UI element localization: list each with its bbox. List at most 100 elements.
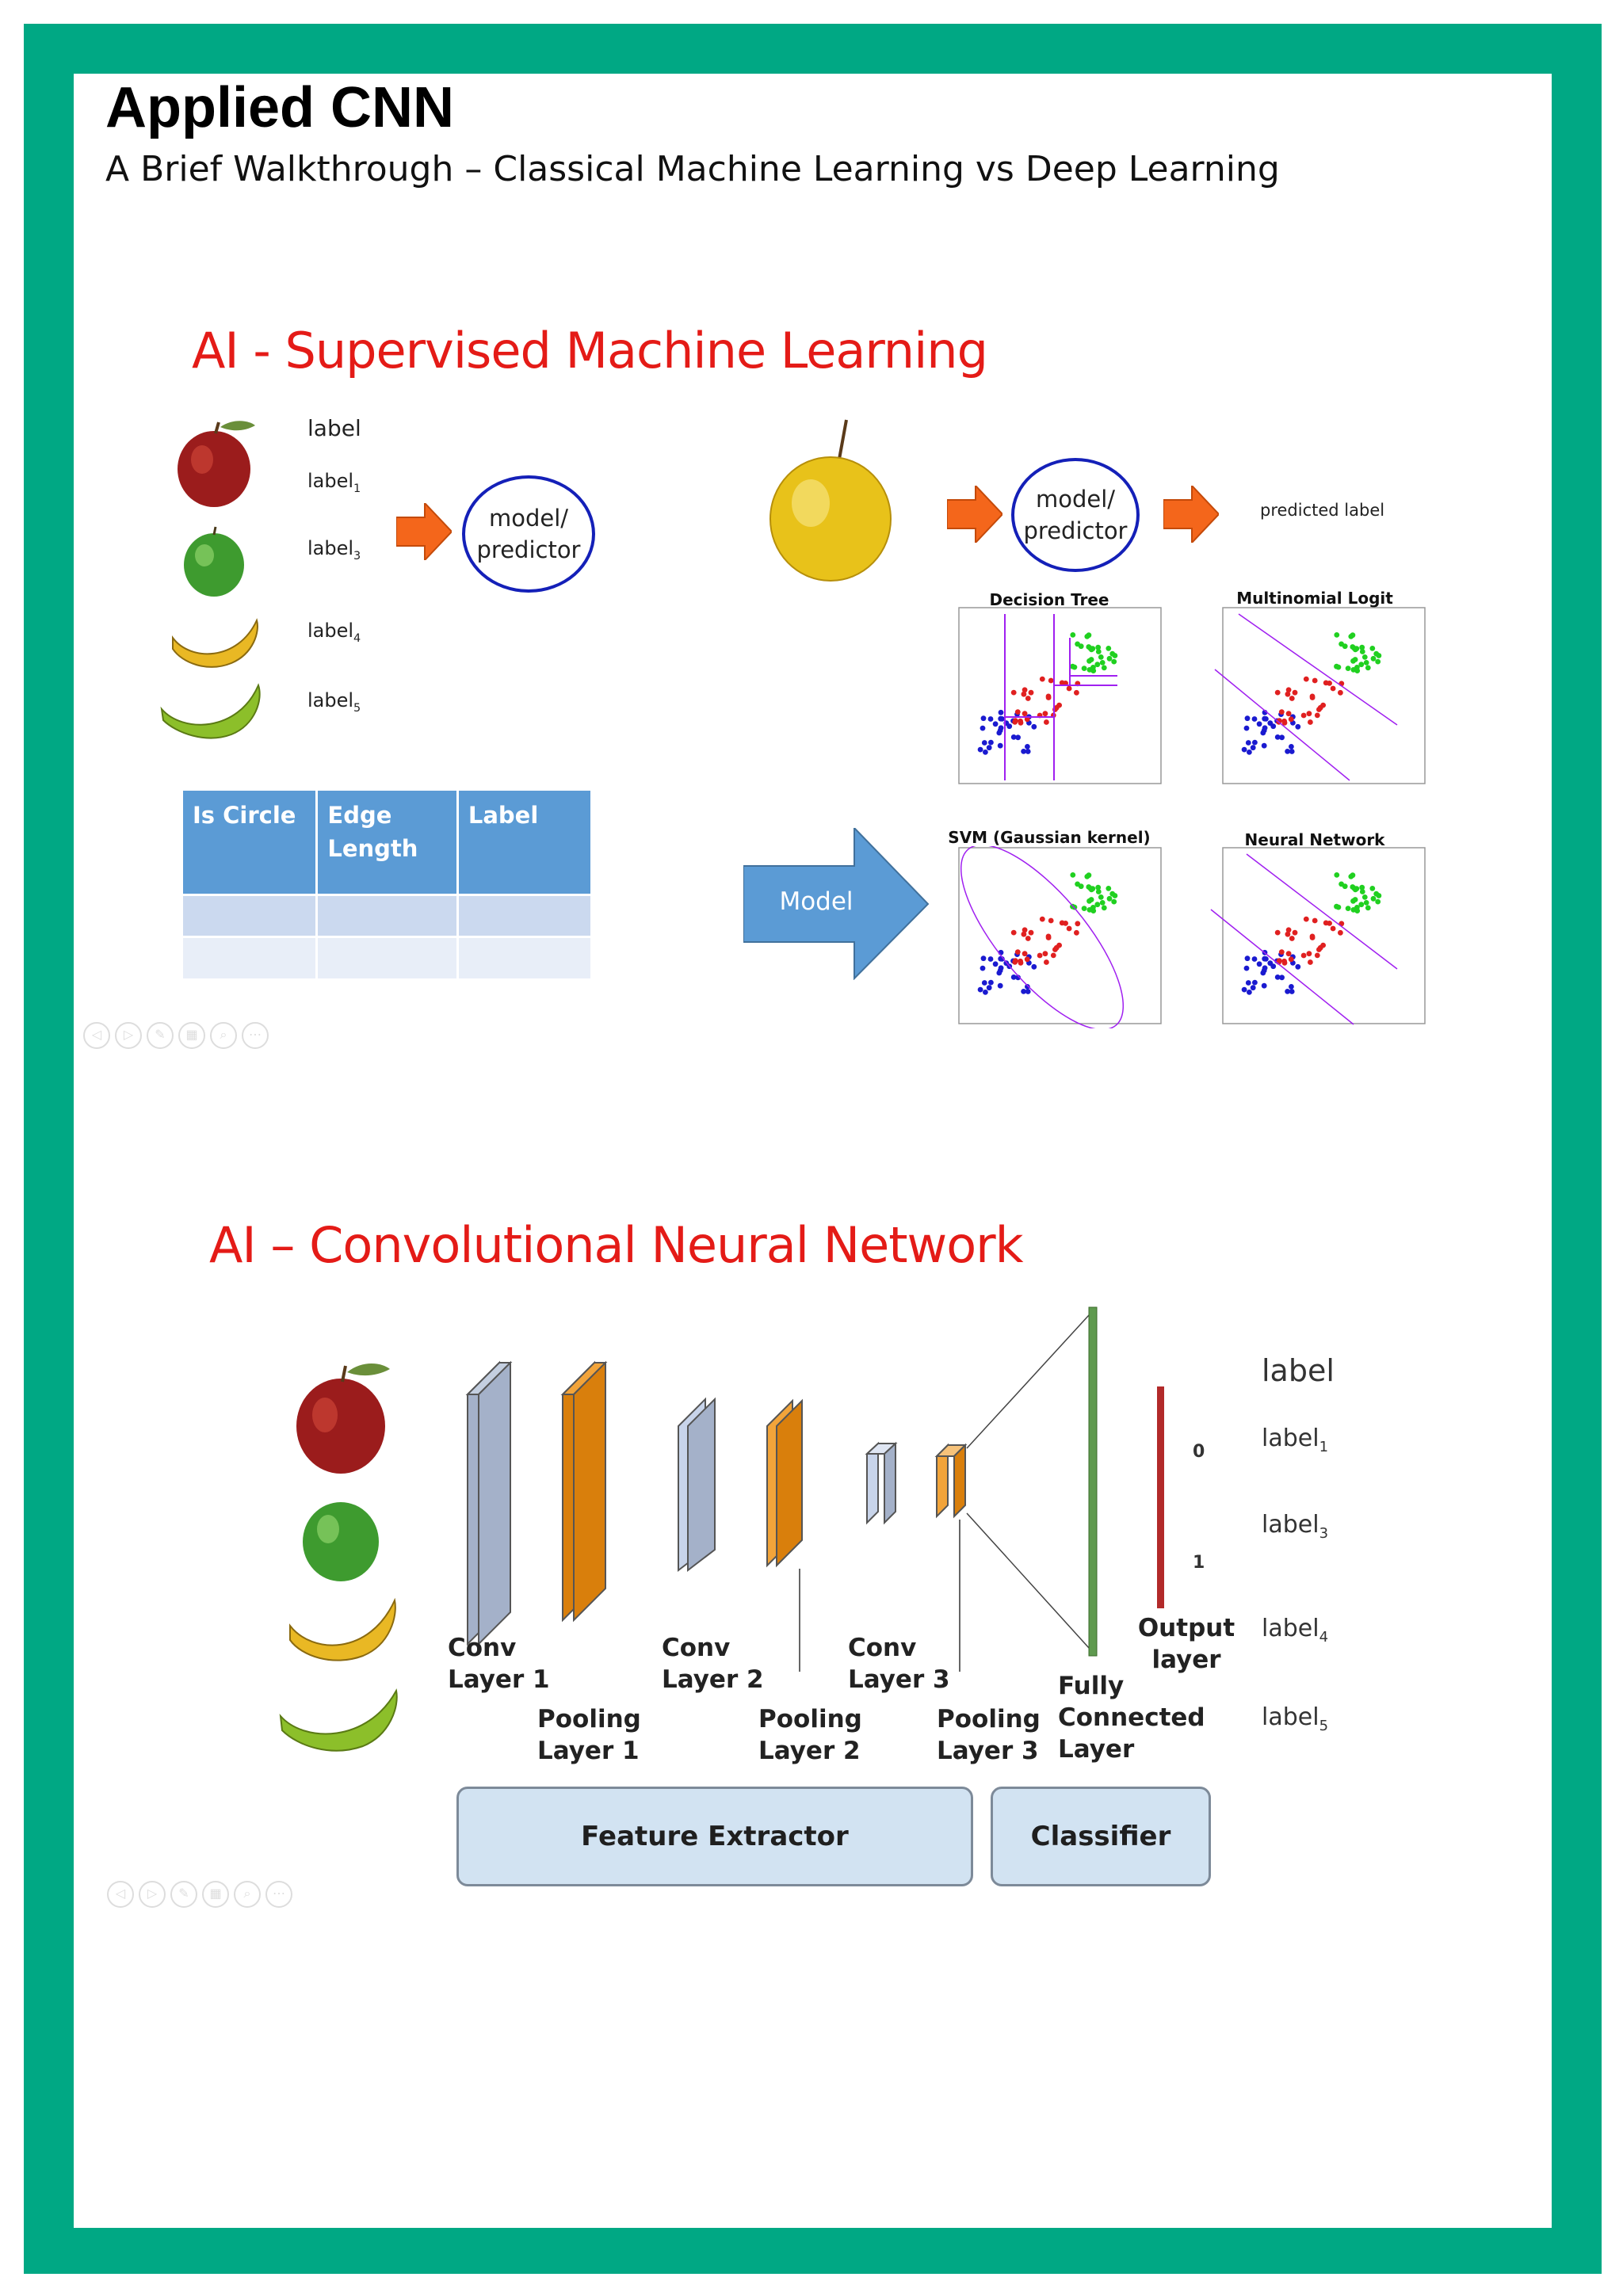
output-tick-0: 0 (1193, 1442, 1205, 1462)
plot-title-neural-network: Neural Network (1244, 830, 1385, 849)
scatter-plot-decision-tree (958, 607, 1162, 784)
classifier-box: Classifier (991, 1787, 1211, 1886)
yellow-banana-icon (289, 1597, 396, 1661)
predicted-label: predicted label (1260, 501, 1385, 520)
fc-connector (966, 1512, 1090, 1649)
pooling-layer-1-block (560, 1360, 608, 1623)
ml-label-header: label (307, 415, 361, 441)
fully-connected-layer-block (1088, 1306, 1098, 1657)
green-border-right-band (1552, 24, 1602, 2274)
plot-title-svm: SVM (Gaussian kernel) (948, 828, 1151, 847)
output-layer-block (1157, 1386, 1164, 1608)
pooling-layer-2-block (766, 1398, 803, 1672)
green-apple-icon (303, 1502, 379, 1581)
pooling-layer-3-block (934, 1443, 968, 1672)
pooling-layer-1-label: Pooling Layer 1 (537, 1705, 641, 1765)
table-cell (459, 938, 590, 978)
plot-title-decision-tree: Decision Tree (989, 590, 1109, 609)
output-tick-1: 1 (1193, 1553, 1205, 1573)
green-border-bottom-band (24, 2228, 1602, 2274)
fruit-column-cnn (279, 1363, 398, 1752)
model-arrow-label: Model (779, 887, 854, 916)
table-header-is-circle: Is Circle (183, 791, 316, 894)
conv-layer-3-block (865, 1441, 898, 1525)
cnn-section-heading: AI – Convolutional Neural Network (209, 1216, 1024, 1274)
fc-connector (966, 1314, 1090, 1449)
yellow-banana-icon (172, 618, 258, 668)
page-title: Applied CNN (105, 76, 454, 139)
fruit-column-ml (160, 421, 261, 739)
green-banana-icon (160, 683, 261, 739)
arrow-right-icon (947, 486, 1002, 543)
green-border-left (0, 0, 24, 2296)
table-header-label: Label (458, 791, 590, 894)
red-apple-icon (178, 421, 255, 507)
cnn-label-4: label5 (1262, 1703, 1329, 1734)
feature-table: Is Circle Edge Length Label (181, 788, 593, 981)
table-row (183, 938, 590, 978)
grid-icon[interactable]: ▦ (178, 1022, 205, 1049)
outer-white-right (1602, 0, 1623, 2296)
pen-icon[interactable]: ✎ (170, 1881, 197, 1908)
green-banana-icon (279, 1688, 398, 1752)
green-border-left-band (24, 24, 74, 2274)
content-area (74, 74, 1552, 2228)
cnn-label-1: label1 (1262, 1425, 1329, 1455)
slide-controls[interactable]: ◁ ▷ ✎ ▦ ⌕ ⋯ (83, 1022, 269, 1049)
model-predictor-node-left: model/ predictor (462, 475, 595, 593)
zoom-icon[interactable]: ⌕ (210, 1022, 237, 1049)
cnn-architecture-diagram (465, 1306, 1164, 1672)
scatter-plot-svm (958, 846, 1162, 1028)
table-cell (459, 896, 590, 936)
next-icon[interactable]: ▷ (115, 1022, 142, 1049)
pooling-layer-3-label: Pooling Layer 3 (937, 1705, 1041, 1765)
more-icon[interactable]: ⋯ (242, 1022, 269, 1049)
cnn-label-header: label (1262, 1353, 1335, 1388)
pooling-layer-2-label: Pooling Layer 2 (758, 1705, 862, 1765)
outer-white-top (0, 0, 1623, 24)
cnn-label-2: label3 (1262, 1511, 1329, 1542)
cnn-label-3: label4 (1262, 1615, 1329, 1646)
green-apple-icon (184, 526, 244, 597)
table-cell (318, 896, 456, 936)
table-row (183, 895, 590, 936)
pen-icon[interactable]: ✎ (147, 1022, 174, 1049)
prev-icon[interactable]: ◁ (107, 1881, 134, 1908)
table-cell (183, 896, 315, 936)
prev-icon[interactable]: ◁ (83, 1022, 110, 1049)
table-header-edge-length: Edge Length (318, 791, 456, 894)
ml-label-3: label4 (307, 620, 361, 645)
zoom-icon[interactable]: ⌕ (234, 1881, 261, 1908)
ml-label-1: label1 (307, 470, 361, 495)
conv-layer-1-block (465, 1360, 513, 1646)
feature-extractor-box: Feature Extractor (456, 1787, 973, 1886)
fully-connected-layer-label: Fully Connected Layer (1058, 1672, 1205, 1764)
table-cell (318, 938, 456, 978)
conv-layer-2-label: Conv Layer 2 (662, 1634, 764, 1694)
conv-layer-2-block (678, 1397, 716, 1573)
output-layer-label: Output layer (1137, 1614, 1235, 1674)
page-subtitle: A Brief Walkthrough – Classical Machine … (105, 149, 1280, 189)
green-border-top-band (24, 24, 1602, 74)
slide-controls[interactable]: ◁ ▷ ✎ ▦ ⌕ ⋯ (107, 1881, 292, 1908)
ml-section-heading: AI - Supervised Machine Learning (192, 322, 988, 379)
conv-layer-1-label: Conv Layer 1 (448, 1634, 550, 1694)
scatter-plot-neural-network (1210, 847, 1426, 1025)
next-icon[interactable]: ▷ (139, 1881, 166, 1908)
plot-title-multinomial-logit: Multinomial Logit (1236, 589, 1393, 608)
ml-label-2: label3 (307, 537, 361, 563)
arrow-right-icon (396, 503, 452, 560)
red-apple-icon (296, 1363, 390, 1474)
yellow-apple-icon (769, 419, 892, 582)
outer-white-bottom (0, 2274, 1623, 2296)
ml-label-4: label5 (307, 689, 361, 715)
more-icon[interactable]: ⋯ (265, 1881, 292, 1908)
conv-layer-3-label: Conv Layer 3 (848, 1634, 950, 1694)
arrow-right-icon (1163, 486, 1219, 543)
model-predictor-node-right: model/ predictor (1011, 458, 1140, 572)
table-cell (183, 938, 315, 978)
grid-icon[interactable]: ▦ (202, 1881, 229, 1908)
model-arrow (743, 828, 930, 980)
scatter-plot-multinomial-logit (1214, 607, 1426, 784)
